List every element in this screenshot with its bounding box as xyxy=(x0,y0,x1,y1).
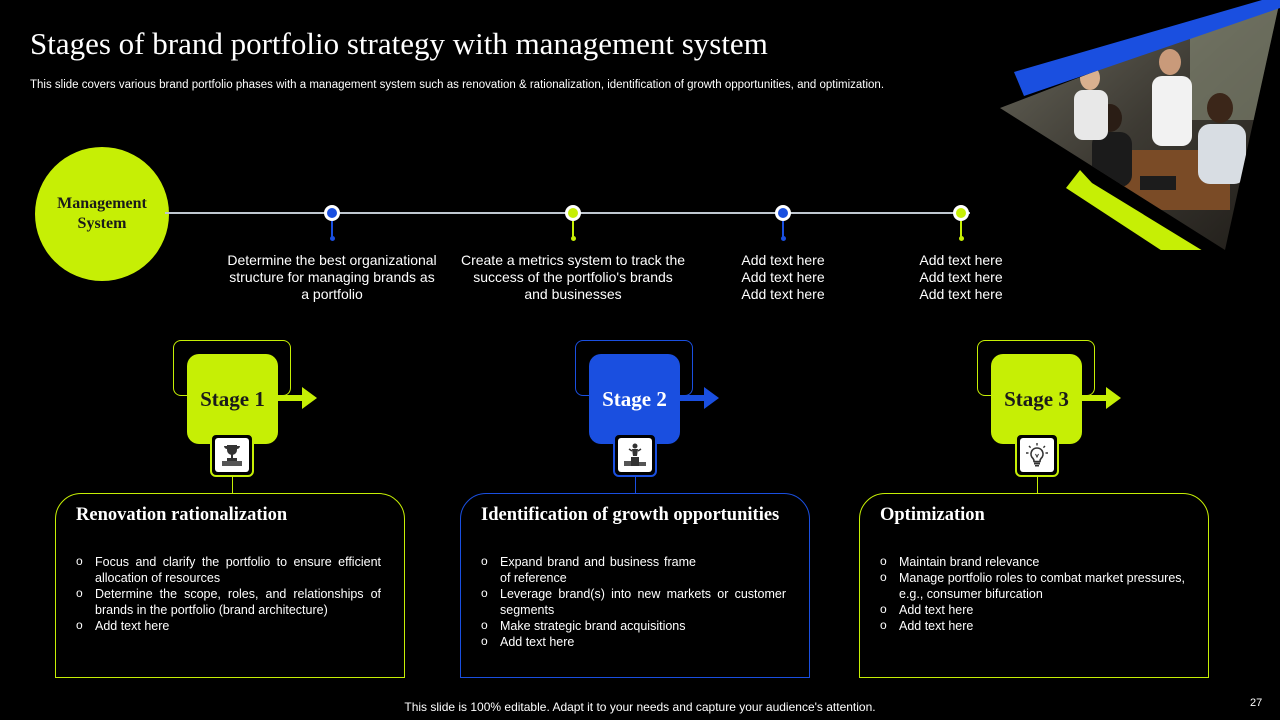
timeline-stem xyxy=(960,221,962,237)
timeline-stem-end xyxy=(329,236,335,241)
stage-connector xyxy=(232,477,233,494)
stage-card-title: Identification of growth opportunities xyxy=(481,505,780,525)
bullet-item: Add text here xyxy=(880,601,1185,618)
team-photo xyxy=(1000,0,1280,250)
stage-box: Stage 3 xyxy=(991,354,1082,444)
management-system-circle: Management System xyxy=(35,147,169,281)
timeline-stem xyxy=(331,221,333,237)
timeline-stem-end xyxy=(780,236,786,241)
slide-subtitle: This slide covers various brand portfoli… xyxy=(30,79,885,91)
stage-label: Stage 1 xyxy=(200,386,265,411)
timeline-dot xyxy=(775,205,791,221)
lightbulb-icon xyxy=(1026,443,1048,467)
stage-card: Renovation rationalization Focus and cla… xyxy=(55,493,405,678)
bullet-item: Maintain brand relevance xyxy=(880,553,1185,570)
page-number: 27 xyxy=(1250,697,1263,709)
bullet-item: Add text here xyxy=(880,617,1185,634)
arrow-right-icon xyxy=(278,387,317,409)
arrow-right-icon xyxy=(1082,387,1121,409)
trophy-icon xyxy=(222,445,242,466)
stage-card-title: Optimization xyxy=(880,505,985,525)
timeline-dot xyxy=(565,205,581,221)
timeline-stem xyxy=(572,221,574,237)
stage-label: Stage 2 xyxy=(602,386,667,411)
timeline-stem-end xyxy=(570,236,576,241)
bullet-item: Add text here xyxy=(481,633,786,650)
timeline-stem xyxy=(782,221,784,237)
stage-card-bullets: Maintain brand relevance Manage portfoli… xyxy=(880,553,1185,634)
stage-card-bullets: Expand brand and business frame of refer… xyxy=(481,553,786,650)
slide-title: Stages of brand portfolio strategy with … xyxy=(30,26,768,61)
timeline-dot xyxy=(324,205,340,221)
footer-text: This slide is 100% editable. Adapt it to… xyxy=(404,700,876,714)
podium-icon xyxy=(624,443,646,466)
bullet-item: Expand brand and business frame of refer… xyxy=(481,553,786,586)
stage-card: Optimization Maintain brand relevance Ma… xyxy=(859,493,1209,678)
bullet-item: Make strategic brand acquisitions xyxy=(481,617,786,634)
stage-icon-badge xyxy=(613,433,657,477)
arrow-right-icon xyxy=(680,387,719,409)
stage-label: Stage 3 xyxy=(1004,386,1069,411)
bullet-item: Focus and clarify the portfolio to ensur… xyxy=(76,553,381,586)
stage-icon-badge xyxy=(1015,433,1059,477)
bullet-item: Determine the scope, roles, and relation… xyxy=(76,585,381,618)
bullet-item: Manage portfolio roles to combat market … xyxy=(880,569,1185,602)
stage-box: Stage 2 xyxy=(589,354,680,444)
bullet-item: Leverage brand(s) into new markets or cu… xyxy=(481,585,786,618)
management-system-label: Management System xyxy=(57,195,147,232)
stage-card-bullets: Focus and clarify the portfolio to ensur… xyxy=(76,553,381,634)
stage-connector xyxy=(1037,477,1038,494)
team-photo-graphic xyxy=(1000,0,1280,250)
timeline-dot xyxy=(953,205,969,221)
stage-card: Identification of growth opportunities E… xyxy=(460,493,810,678)
stage-icon-badge xyxy=(210,433,254,477)
stage-connector xyxy=(635,477,636,494)
bullet-item: Add text here xyxy=(76,617,381,634)
stage-card-title: Renovation rationalization xyxy=(76,505,288,525)
stage-box: Stage 1 xyxy=(187,354,278,444)
timeline-stem-end xyxy=(958,236,964,241)
